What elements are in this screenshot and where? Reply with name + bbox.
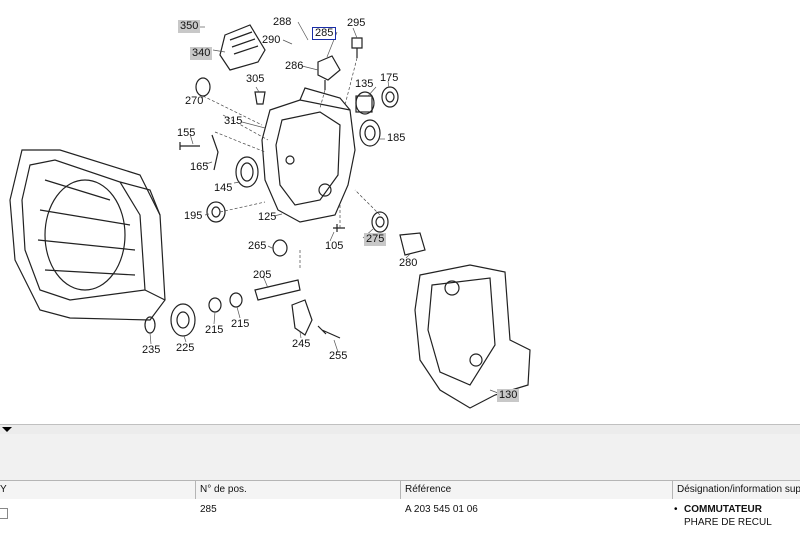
callout-285-selected[interactable]: 285 [312, 27, 337, 40]
callout-290[interactable]: 290 [262, 34, 281, 46]
callout-265[interactable]: 265 [248, 240, 267, 252]
callout-280[interactable]: 280 [399, 257, 418, 269]
cell-pos: 285 [200, 504, 217, 515]
callout-305[interactable]: 305 [246, 73, 265, 85]
callout-340[interactable]: 340 [190, 47, 213, 60]
bullet-icon: • [674, 504, 678, 515]
callout-125[interactable]: 125 [258, 211, 277, 223]
callout-175[interactable]: 175 [380, 72, 399, 84]
callout-205[interactable]: 205 [253, 269, 272, 281]
callout-286[interactable]: 286 [285, 60, 304, 72]
toolbar-area [0, 434, 800, 480]
callout-350[interactable]: 350 [178, 20, 201, 33]
parts-table-header: Y N° de pos. Référence Désignation/infor… [0, 480, 800, 500]
callout-235[interactable]: 235 [142, 344, 161, 356]
row-checkbox[interactable] [0, 508, 8, 519]
cell-designation: COMMUTATEUR [684, 504, 762, 515]
column-header-designation[interactable]: Désignation/information supp [672, 481, 800, 499]
callout-225[interactable]: 225 [176, 342, 195, 354]
callout-270[interactable]: 270 [185, 95, 204, 107]
callout-105[interactable]: 105 [325, 240, 344, 252]
cell-info: PHARE DE RECUL [684, 517, 772, 528]
callout-215-b[interactable]: 215 [231, 318, 250, 330]
diagram-drawing [9, 21, 531, 409]
table-row[interactable]: 285 A 203 545 01 06 • COMMUTATEUR PHARE … [0, 499, 800, 547]
callout-130[interactable]: 130 [497, 389, 520, 402]
cell-reference: A 203 545 01 06 [405, 504, 478, 515]
callout-255[interactable]: 255 [329, 350, 348, 362]
callout-135[interactable]: 135 [355, 78, 374, 90]
column-header-pos[interactable]: N° de pos. [195, 481, 400, 499]
callout-275[interactable]: 275 [364, 233, 387, 246]
callout-315[interactable]: 315 [224, 115, 243, 127]
callout-185[interactable]: 185 [387, 132, 406, 144]
callout-215-a[interactable]: 215 [205, 324, 224, 336]
callout-165[interactable]: 165 [190, 161, 209, 173]
callout-155[interactable]: 155 [177, 127, 196, 139]
callout-145[interactable]: 145 [214, 182, 233, 194]
column-header-reference[interactable]: Référence [400, 481, 672, 499]
callout-195[interactable]: 195 [184, 210, 203, 222]
callout-295[interactable]: 295 [347, 17, 366, 29]
triangle-down-icon[interactable] [2, 427, 12, 432]
callout-288[interactable]: 288 [273, 16, 292, 28]
callout-245[interactable]: 245 [292, 338, 311, 350]
exploded-parts-diagram: 350 288 285 295 290 340 286 305 135 175 … [9, 16, 531, 409]
column-header-y[interactable]: Y [0, 484, 7, 495]
